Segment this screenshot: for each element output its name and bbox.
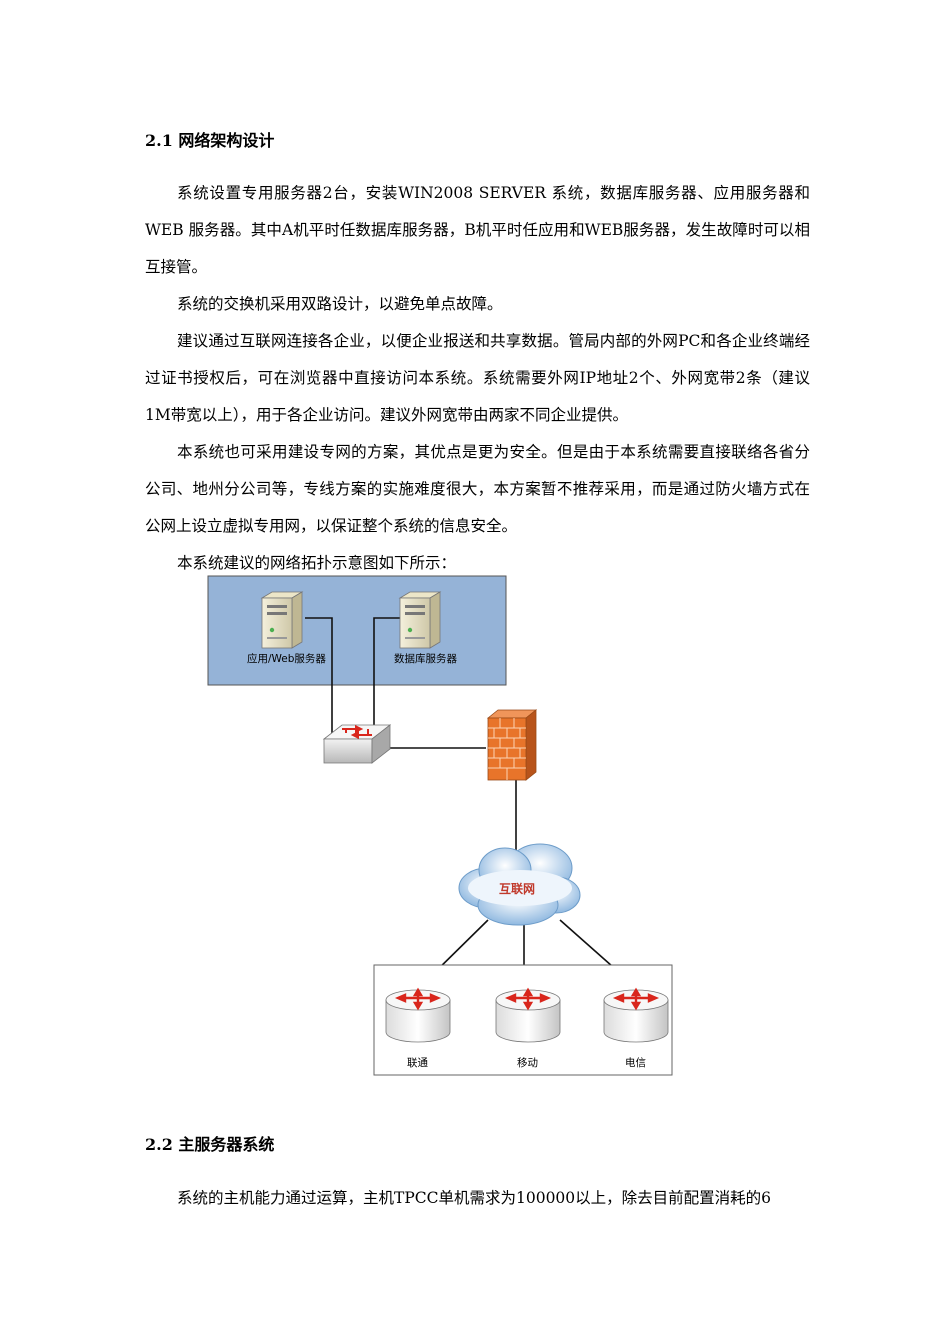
section-heading-2-2: 2.2 主服务器系统: [145, 1135, 275, 1154]
server-b-label: 数据库服务器: [394, 652, 457, 665]
network-topology-diagram: 应用/Web服务器 数据库服务器: [207, 575, 673, 1076]
switch-icon: [322, 724, 392, 764]
router-icon: [385, 987, 451, 1043]
server-icon: [260, 591, 304, 649]
cloud-icon: 互联网: [458, 843, 581, 926]
isp-label-telecom: 电信: [625, 1056, 646, 1069]
server-a-label: 应用/Web服务器: [247, 652, 326, 665]
paragraph-servers: 系统设置专用服务器2台，安装WIN2008 SERVER 系统，数据库服务器、应…: [145, 184, 810, 276]
paragraph-host-capacity: 系统的主机能力通过运算，主机TPCC单机需求为100000以上，除去目前配置消耗…: [177, 1189, 772, 1207]
section-heading-2-1: 2.1 网络架构设计: [145, 131, 275, 150]
router-icon: [495, 987, 561, 1043]
paragraph-private-network: 本系统也可采用建设专网的方案，其优点是更为安全。但是由于本系统需要直接联络各省分…: [145, 443, 810, 535]
server-zone: [207, 575, 507, 686]
server-icon: [398, 591, 442, 649]
firewall-icon: [486, 709, 538, 781]
paragraph-internet: 建议通过互联网连接各企业，以便企业报送和共享数据。管局内部的外网PC和各企业终端…: [145, 332, 810, 424]
isp-label-unicom: 联通: [407, 1057, 428, 1069]
paragraph-diagram-intro: 本系统建议的网络拓扑示意图如下所示：: [177, 554, 457, 572]
isp-label-mobile: 移动: [517, 1056, 538, 1069]
paragraph-switch: 系统的交换机采用双路设计，以避免单点故障。: [177, 295, 503, 313]
router-icon: [603, 987, 669, 1043]
internet-label: 互联网: [499, 882, 535, 896]
